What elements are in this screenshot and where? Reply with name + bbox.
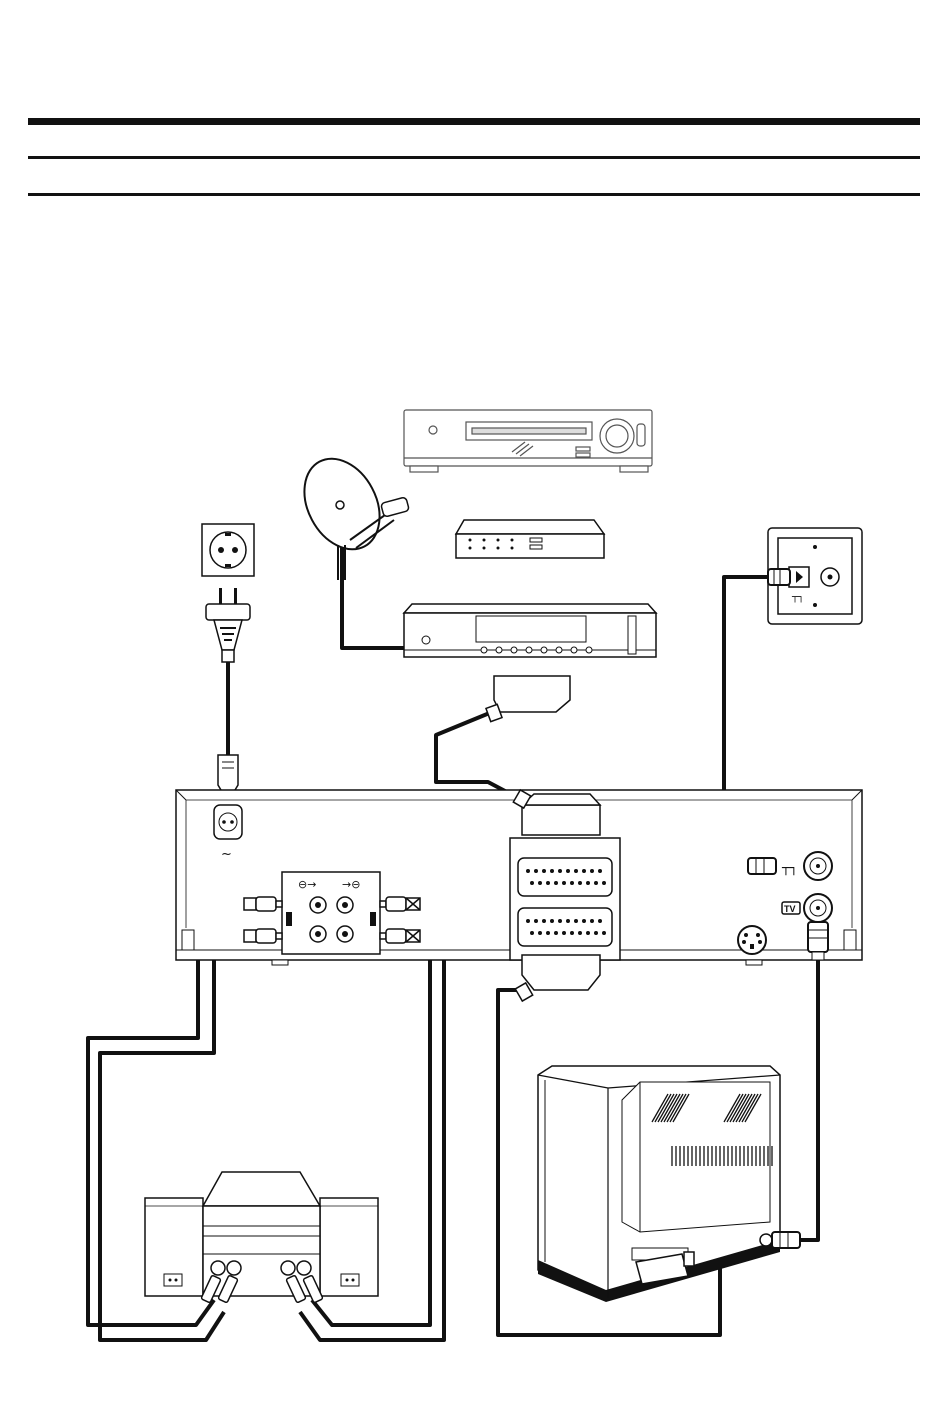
dish-cable	[342, 540, 410, 648]
rf-cable-tv	[800, 960, 818, 1240]
scart-pin	[578, 931, 582, 935]
svg-text:┬┐: ┬┐	[791, 592, 804, 603]
scart-pin	[530, 931, 534, 935]
satellite-receiver	[404, 604, 656, 657]
scart-pin	[586, 881, 590, 885]
satellite-dish	[289, 446, 409, 580]
scart-pin	[546, 881, 550, 885]
decoder-box	[456, 520, 604, 558]
scart-pin	[602, 881, 606, 885]
scart-pin	[546, 931, 550, 935]
header-thin-rule-1	[28, 156, 920, 159]
scart-pin	[566, 919, 570, 923]
scart-pin	[554, 881, 558, 885]
scart-pin	[526, 919, 530, 923]
scart-pin	[598, 869, 602, 873]
scart-plug-receiver	[486, 676, 570, 722]
scart-pin	[582, 919, 586, 923]
tv-badge: TV	[784, 904, 796, 914]
scart-pin	[594, 931, 598, 935]
scart-pin	[534, 919, 538, 923]
scart-pin	[530, 881, 534, 885]
scart-pin	[590, 919, 594, 923]
audio-in-arrow-icon: ⊖→	[298, 878, 316, 891]
hifi-system	[145, 1172, 378, 1296]
scart-pin	[542, 919, 546, 923]
scart-pin	[550, 869, 554, 873]
scart-pin	[598, 919, 602, 923]
header-thin-rule-2	[28, 193, 920, 196]
scart-pin	[586, 931, 590, 935]
header-thick-rule	[28, 118, 920, 125]
scart-pin	[534, 869, 538, 873]
antenna-symbol: ┬┐	[781, 861, 798, 876]
scart-pin	[574, 869, 578, 873]
wall-socket	[202, 524, 254, 576]
scart-pin	[574, 919, 578, 923]
mains-connector	[218, 755, 238, 795]
vcr-source	[404, 410, 652, 472]
scart-pin	[558, 869, 562, 873]
scart-sockets	[510, 838, 620, 960]
scart-pin	[526, 869, 530, 873]
antenna-plug-wall	[768, 569, 790, 585]
scart-plug-vcr-top	[513, 790, 600, 835]
scart-pin	[570, 931, 574, 935]
mains-symbol: ~	[221, 847, 232, 862]
scart-pin	[590, 869, 594, 873]
scart-pin	[602, 931, 606, 935]
scart-pin	[550, 919, 554, 923]
rf-plug-tv	[772, 1232, 800, 1248]
scart-pin	[554, 931, 558, 935]
scart-pin	[562, 881, 566, 885]
scart-pin	[582, 869, 586, 873]
scart-pin	[558, 919, 562, 923]
scart-pin	[578, 881, 582, 885]
scart-pin	[538, 931, 542, 935]
svideo-socket	[738, 926, 766, 954]
scart-pin	[562, 931, 566, 935]
scart-pin	[542, 869, 546, 873]
scart-cable-receiver	[436, 712, 522, 800]
scart-pin	[570, 881, 574, 885]
scart-pin	[566, 869, 570, 873]
audio-io-block: ⊖→ →⊖	[282, 872, 380, 954]
scart-pin	[538, 881, 542, 885]
mains-plug	[206, 588, 250, 662]
scart-plug-vcr-bottom	[515, 955, 600, 1001]
header-rules	[28, 118, 920, 196]
scart-pin	[594, 881, 598, 885]
antenna-plug-vcr	[748, 858, 776, 874]
audio-out-arrow-icon: →⊖	[342, 878, 360, 891]
